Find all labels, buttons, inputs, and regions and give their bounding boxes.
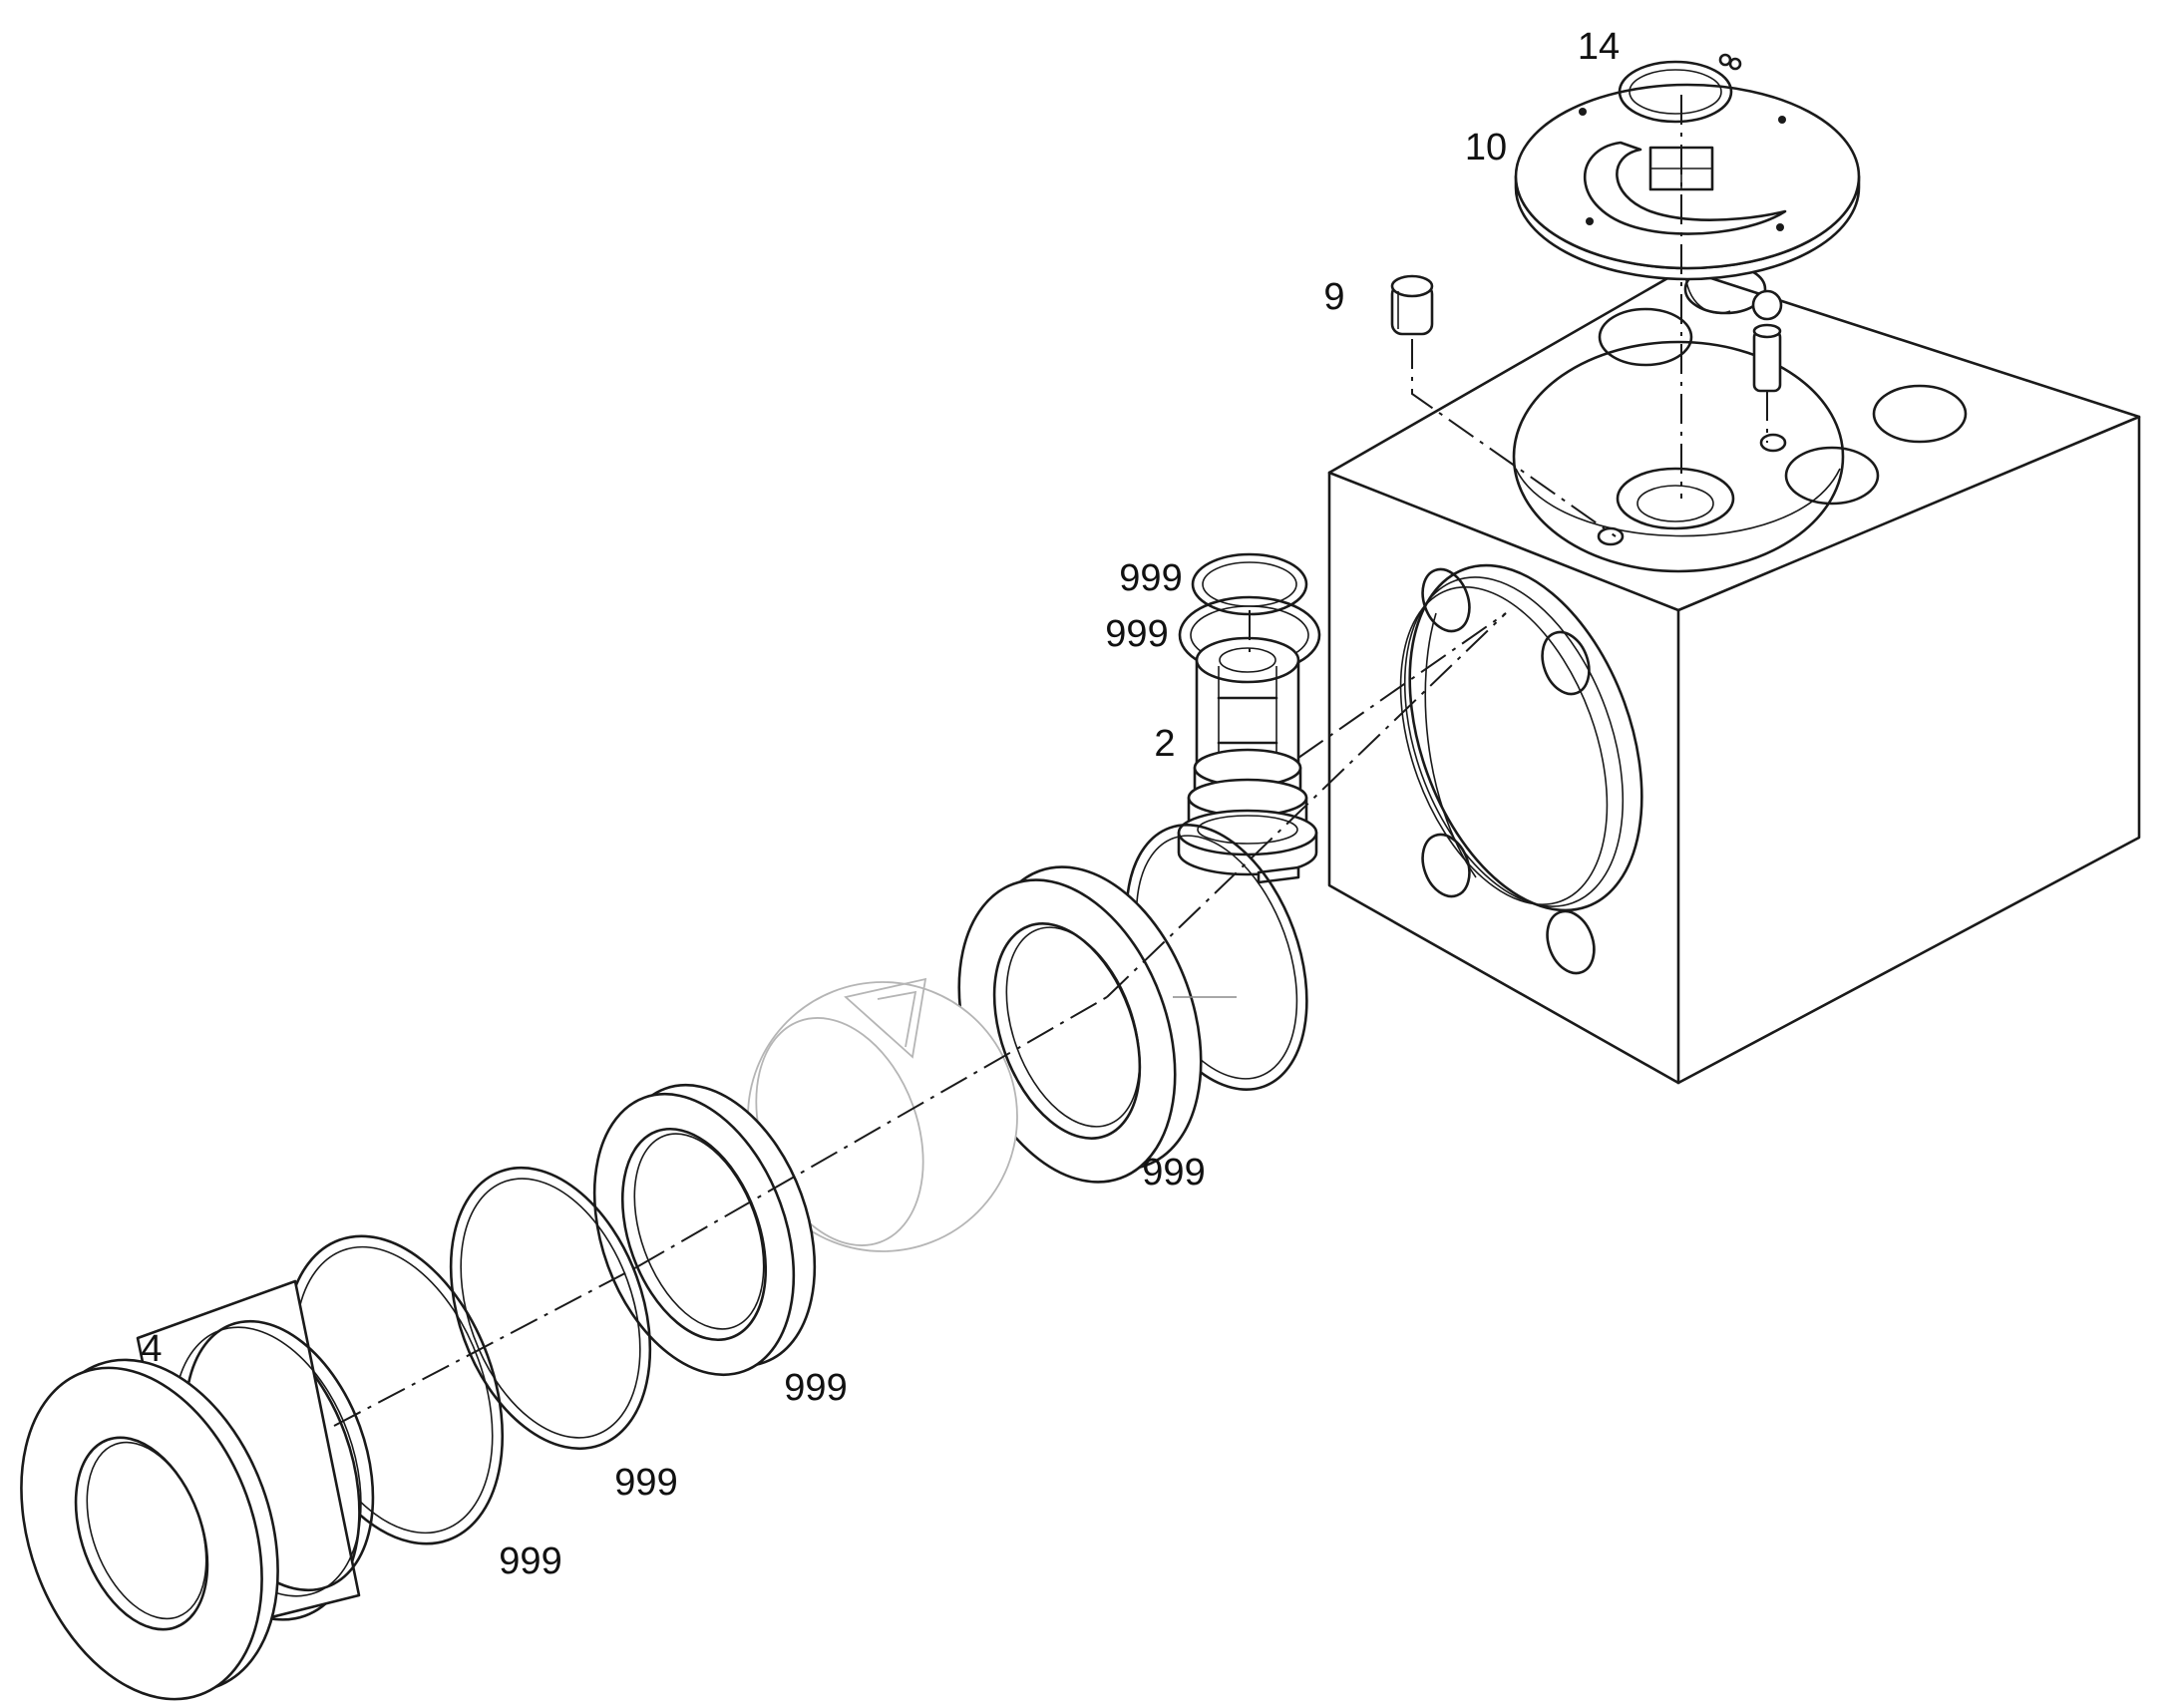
seat-ring-left-inner [449, 1166, 652, 1451]
callout-4: 4 [141, 1328, 163, 1370]
callout-999-stem-upper: 999 [1119, 557, 1183, 599]
trunnion-stem [1177, 636, 1318, 884]
valve-body [1327, 263, 2141, 1085]
closure-plate [1514, 83, 1861, 281]
ball [747, 977, 1018, 1252]
seat-left [592, 1083, 817, 1377]
callout-9: 9 [1323, 276, 1345, 318]
callout-999-left-seat: 999 [784, 1367, 848, 1409]
guide-pin [1751, 289, 1783, 393]
callout-999-left-ring-outer: 999 [499, 1540, 562, 1582]
end-connector [20, 1279, 375, 1701]
center-lines [333, 95, 1768, 1427]
callout-10: 10 [1464, 127, 1508, 169]
callout-999-stem-lower: 999 [1105, 613, 1169, 655]
plug [1390, 274, 1434, 336]
callout-999-left-ring-inner: 999 [614, 1462, 678, 1504]
callout-999-right-seat: 999 [1142, 1152, 1206, 1194]
callout-14: 14 [1577, 26, 1621, 68]
retaining-ring [1618, 53, 1742, 124]
callout-2: 2 [1154, 723, 1176, 765]
